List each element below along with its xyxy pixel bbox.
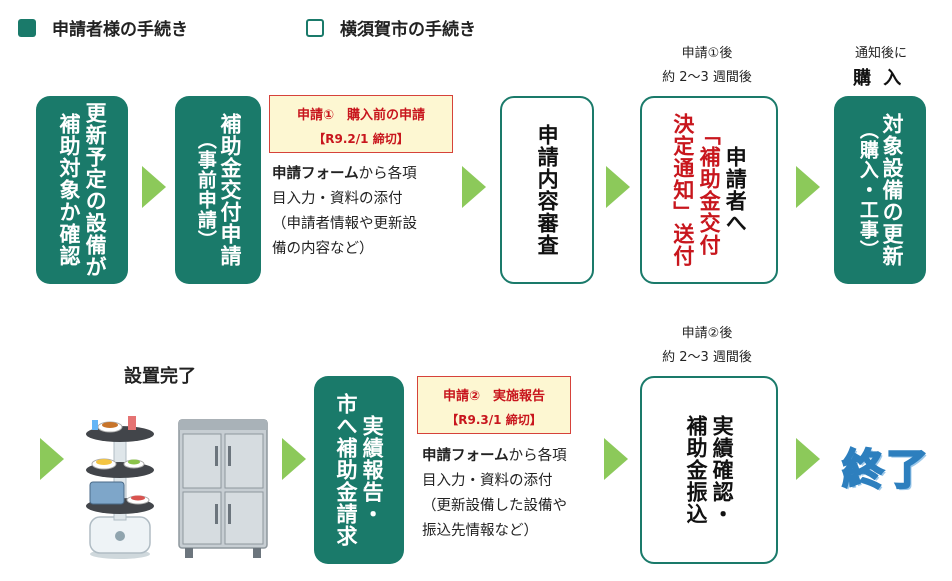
step-confirm-eligibility-line2: 補助対象か確認: [57, 113, 81, 267]
notice-application-2-deadline: 【R9.3/1 締切】: [446, 413, 542, 427]
arrow-right-icon: [606, 166, 630, 208]
step-review-application-line1: 申請内容審査: [535, 124, 560, 256]
arrow-right-icon: [796, 166, 820, 208]
step-confirm-and-transfer: 実績確認・ 補助金振込: [640, 376, 778, 564]
description-application-1-line1: から各項: [358, 166, 417, 182]
description-application-2-line1: から各項: [508, 448, 567, 464]
description-application-1: 申請フォームから各項 目入力・資料の添付 （申請者情報や更新設 備の内容など）: [272, 162, 417, 262]
step-decision-notice-line2: 「補助金交付: [697, 124, 722, 256]
step-grant-application-line1: 補助金交付申請: [217, 113, 242, 267]
legend-applicant-swatch: [18, 19, 36, 37]
step-performance-report-line1: 実績報告・: [360, 415, 385, 525]
serving-robot-icon: [86, 416, 154, 559]
refrigerator-icon: [178, 419, 268, 558]
step-grant-application-line2: （事前申請）: [194, 130, 217, 250]
description-application-1-form: 申請フォーム: [272, 166, 359, 182]
notice-application-2: 申請② 実施報告 【R9.3/1 締切】: [417, 376, 571, 434]
arrow-right-icon: [142, 166, 166, 208]
description-application-2-line3: （更新設備した設備や: [422, 498, 567, 514]
step-equipment-update: 対象設備の更新 （購入・工事）: [834, 96, 926, 284]
description-application-1-line3: （申請者情報や更新設: [272, 216, 417, 232]
description-application-1-line4: 備の内容など）: [272, 241, 374, 257]
step-decision-notice-line3: 決定通知」送付: [670, 113, 695, 267]
step-confirm-eligibility-line1: 更新予定の設備が: [83, 102, 108, 278]
step-decision-notice-line1: 申請者へ: [723, 146, 748, 234]
note-after-notice-line1: 通知後に: [854, 46, 907, 61]
notice-application-1-deadline: 【R9.2/1 締切】: [313, 132, 409, 146]
arrow-right-icon: [462, 166, 486, 208]
description-application-2: 申請フォームから各項 目入力・資料の添付 （更新設備した設備や 振込先情報など）: [422, 444, 567, 544]
note-after-application-2-line1: 申請②後: [681, 326, 733, 341]
step-review-application: 申請内容審査: [500, 96, 594, 284]
step-confirm-and-transfer-line1: 実績確認・: [710, 415, 735, 525]
notice-application-1: 申請① 購入前の申請 【R9.2/1 締切】: [269, 95, 453, 153]
step-confirm-and-transfer-line2: 補助金振込: [684, 415, 708, 525]
step-equipment-update-line1: 対象設備の更新: [879, 113, 904, 267]
legend-city-swatch: [306, 19, 324, 37]
arrow-right-icon: [40, 438, 64, 480]
step-confirm-eligibility: 更新予定の設備が 補助対象か確認: [36, 96, 128, 284]
legend-applicant-label: 申請者様の手続き: [52, 20, 188, 40]
description-application-2-line2: 目入力・資料の添付: [422, 473, 553, 489]
arrow-right-icon: [282, 438, 306, 480]
note-after-application-1-line2: 約 2～3 週間後: [662, 70, 752, 85]
legend-city-label: 横須賀市の手続き: [340, 20, 476, 40]
step-grant-application: 補助金交付申請 （事前申請）: [175, 96, 261, 284]
note-after-application-1-line1: 申請①後: [681, 46, 733, 61]
note-after-application-2-line2: 約 2～3 週間後: [662, 350, 752, 365]
step-performance-report-line2: 市へ補助金請求: [334, 393, 358, 547]
step-equipment-update-line2: （購入・工事）: [856, 120, 879, 260]
note-after-notice: 通知後に: [836, 42, 926, 66]
arrow-right-icon: [604, 438, 628, 480]
description-application-1-line2: 目入力・資料の添付: [272, 191, 403, 207]
note-after-application-1: 申請①後 約 2～3 週間後: [652, 42, 762, 90]
step-decision-notice: 申請者へ 「補助金交付 決定通知」送付: [640, 96, 778, 284]
notice-application-2-title: 申請② 実施報告: [442, 389, 545, 404]
description-application-2-line4: 振込先情報など）: [422, 523, 538, 539]
note-purchase: 購 入: [853, 68, 905, 89]
description-application-2-form: 申請フォーム: [422, 448, 509, 464]
step-performance-report: 実績報告・ 市へ補助金請求: [314, 376, 404, 564]
arrow-right-icon: [796, 438, 820, 480]
notice-application-1-title: 申請① 購入前の申請: [296, 108, 425, 123]
installation-complete-label: 設置完了: [124, 366, 196, 387]
end-label: 終了: [841, 444, 931, 495]
note-after-application-2: 申請②後 約 2～3 週間後: [652, 322, 762, 370]
